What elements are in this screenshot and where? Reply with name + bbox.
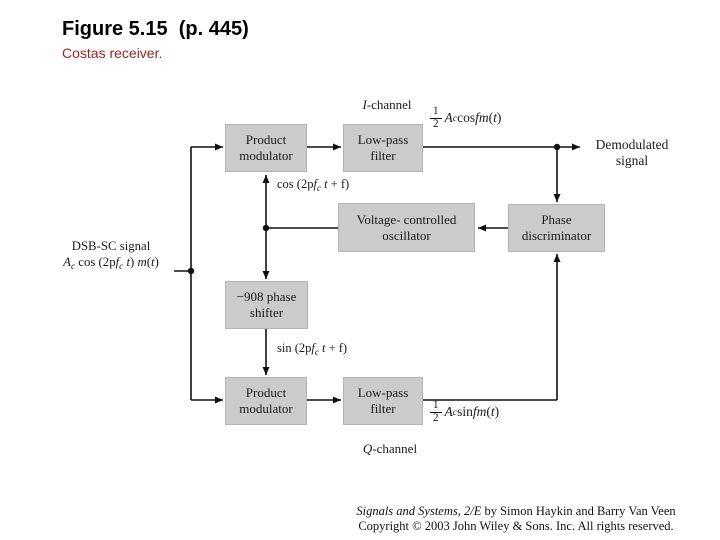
block-voltage-controlled-oscillator: Voltage- controlled oscillator — [338, 203, 475, 252]
block-lowpass-filter-top: Low-pass filter — [343, 124, 423, 172]
footer-copyright-line: Copyright © 2003 John Wiley & Sons. Inc.… — [358, 518, 674, 533]
label-sin-branch: sin (2pfc t + f) — [277, 341, 348, 358]
label-q-channel: Q-channel — [362, 441, 418, 456]
label-cos-branch: cos (2pfc t + f) — [277, 177, 350, 194]
junction-dot-vco — [262, 224, 270, 232]
block-phase-discriminator: Phase discriminator — [508, 204, 605, 252]
label-demodulated-signal: Demodulated signal — [595, 137, 669, 169]
figure-subtitle: Costas receiver. — [62, 45, 163, 61]
label-dsb-sc-input: DSB-SC signal Ac cos (2pfc t) m(t) — [48, 239, 174, 273]
label-i-channel: I-channel — [362, 97, 412, 112]
block-lowpass-filter-bottom: Low-pass filter — [343, 377, 423, 425]
footer-credit-line: Signals and Systems, 2/E by Simon Haykin… — [356, 504, 676, 518]
label-dsb-sc-formula: Ac cos (2pfc t) m(t) — [63, 254, 159, 272]
figure-title: Figure 5.15 (p. 445) — [62, 18, 249, 40]
junction-dot-input — [187, 267, 195, 275]
label-dsb-sc-title: DSB-SC signal — [71, 239, 151, 253]
block-product-modulator-bottom: Product modulator — [225, 377, 307, 425]
junction-dot-output — [553, 143, 561, 151]
block-product-modulator-top: Product modulator — [225, 124, 307, 172]
footer-credits: Signals and Systems, 2/E by Simon Haykin… — [330, 504, 702, 534]
block-phase-shifter: −908 phase shifter — [225, 281, 308, 329]
